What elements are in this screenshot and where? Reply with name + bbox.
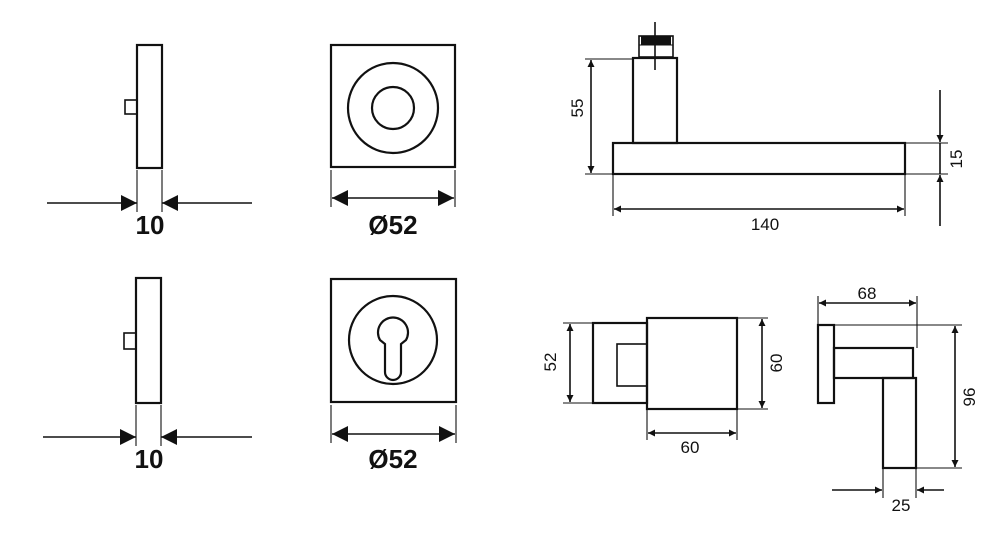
rose-diameter-label-bottom: Ø52	[368, 444, 417, 474]
lever-handle-view: 55 15 140	[568, 22, 966, 234]
lever-grip-height-label: 15	[947, 150, 966, 169]
lever-height-label: 55	[568, 99, 587, 118]
rose-front-view-round: Ø52	[329, 43, 457, 240]
rose-thickness-label-bottom: 10	[135, 444, 164, 474]
rose-front-view-key: Ø52	[329, 277, 458, 474]
knob-side-view: 68 96 25	[816, 284, 979, 515]
side-projection-label: 68	[858, 284, 877, 303]
lever-length-label: 140	[751, 215, 779, 234]
knob-rose-size-label: 52	[541, 353, 560, 372]
rose-diameter-label-top: Ø52	[368, 210, 417, 240]
knob-top-view: 52 60 60	[541, 316, 786, 457]
rose-side-view-top: 10	[47, 43, 252, 240]
rose-thickness-label-top: 10	[136, 210, 165, 240]
rose-side-view-bottom: 10	[43, 276, 252, 474]
side-stem-width-label: 25	[892, 496, 911, 515]
knob-width-label: 60	[681, 438, 700, 457]
knob-height-label: 60	[767, 354, 786, 373]
side-height-label: 96	[960, 388, 979, 407]
